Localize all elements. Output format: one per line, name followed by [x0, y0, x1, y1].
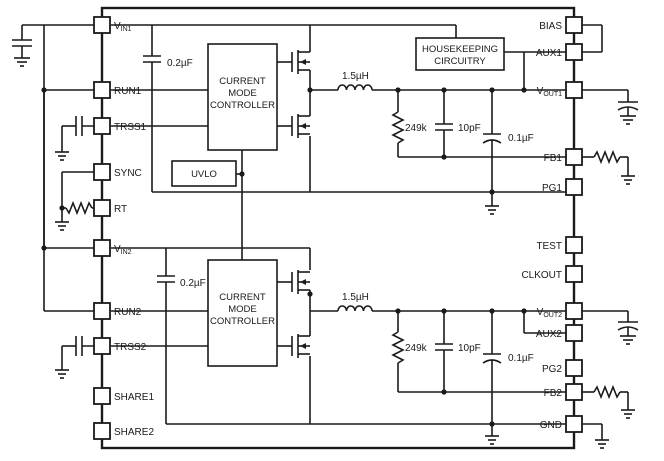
- pin-vin1: [93, 16, 111, 34]
- cap-vin1-label: 0.2µF: [167, 58, 193, 69]
- inductor1-label: 1.5µH: [342, 71, 369, 82]
- cmc2-line3: CONTROLLER: [210, 316, 275, 327]
- cap-vin2-label: 0.2µF: [180, 278, 206, 289]
- channel1-high-side-mosfet: [291, 48, 311, 74]
- pin-label-bias: BIAS: [539, 21, 562, 32]
- pin-label-vin1: VIN1: [114, 21, 132, 33]
- pin-bias: [565, 16, 583, 34]
- ic-package-outline: [100, 6, 576, 450]
- channel1-low-side-mosfet: [291, 112, 311, 138]
- pin-vout1: [565, 81, 583, 99]
- pin-label-trss1: TRSS1: [114, 122, 147, 133]
- pin-label-aux2: AUX2: [536, 329, 563, 340]
- pin-label-fb2: FB2: [544, 388, 563, 399]
- pin-label-gnd: GND: [540, 420, 562, 431]
- pin-trss1: [93, 117, 111, 135]
- pin-label-rt: RT: [114, 204, 127, 215]
- bias-aux1-jumper: [582, 24, 603, 53]
- housekeeping-line2: CIRCUITRY: [434, 56, 486, 67]
- pin-fb1: [565, 148, 583, 166]
- channel2-low-side-mosfet: [291, 332, 311, 358]
- pin-label-run1: RUN1: [114, 86, 142, 97]
- trss1-capacitor: [55, 116, 102, 161]
- resistor1-label: 249k: [405, 123, 428, 134]
- pin-label-test: TEST: [536, 241, 562, 252]
- pin-share2: [93, 422, 111, 440]
- pin-label-fb1: FB1: [544, 153, 563, 164]
- pin-label-trss2: TRSS2: [114, 342, 147, 353]
- cmc2-line1: CURRENT: [219, 292, 266, 303]
- pin-run1: [93, 81, 111, 99]
- pin-rt: [93, 199, 111, 217]
- resistor2-label: 249k: [405, 343, 428, 354]
- pin-aux1: [565, 43, 583, 61]
- channel2-high-side-mosfet: [291, 270, 310, 294]
- sync-ground-wiring: [55, 171, 102, 231]
- pin-label-share2: SHARE2: [114, 427, 154, 438]
- pin-label-vout2: VOUT2: [537, 307, 562, 319]
- inductor-1: [337, 84, 373, 91]
- fb1-resistor: [582, 149, 635, 185]
- vout1-output-capacitor: [582, 89, 639, 125]
- inductor2-label: 1.5µH: [342, 292, 369, 303]
- vout2-output-capacitor: [582, 310, 639, 345]
- pin-fb2: [565, 383, 583, 401]
- cmc1-line2: MODE: [228, 88, 257, 99]
- pin-test: [565, 236, 583, 254]
- housekeeping-circuitry-block: [415, 37, 505, 71]
- uvlo-label: UVLO: [191, 169, 217, 180]
- inductor-2: [337, 305, 373, 312]
- cap10pf-1-label: 10pF: [458, 123, 481, 134]
- channel1-internal-wiring: [111, 24, 566, 215]
- cap01uf-1-label: 0.1µF: [508, 133, 534, 144]
- pin-label-vin2: VIN2: [114, 244, 132, 256]
- pin-label-aux1: AUX1: [536, 48, 563, 59]
- pin-trss2: [93, 337, 111, 355]
- pin-share1: [93, 387, 111, 405]
- cap10pf-2-label: 10pF: [458, 343, 481, 354]
- pin-clkout: [565, 265, 583, 283]
- cmc1-line1: CURRENT: [219, 76, 266, 87]
- cmc2-line2: MODE: [228, 304, 257, 315]
- housekeeping-line1: HOUSEKEEPING: [422, 44, 498, 55]
- channel2-internal-wiring: [111, 247, 566, 445]
- pin-vin2: [93, 239, 111, 257]
- pin-label-pg2: PG2: [542, 364, 562, 375]
- pin-label-sync: SYNC: [114, 168, 142, 179]
- current-mode-controller-2: [207, 259, 278, 367]
- pin-vout2: [565, 302, 583, 320]
- pin-gnd: [565, 415, 583, 433]
- pin-label-share1: SHARE1: [114, 392, 154, 403]
- pin-label-pg1: PG1: [542, 183, 562, 194]
- pin-pg1: [565, 178, 583, 196]
- fb2-resistor: [582, 384, 635, 419]
- pin-label-clkout: CLKOUT: [521, 270, 562, 281]
- uvlo-wiring: [236, 150, 245, 260]
- trss2-capacitor: [55, 336, 102, 379]
- cmc1-line3: CONTROLLER: [210, 100, 275, 111]
- pin-run2: [93, 302, 111, 320]
- gnd-pin-ground: [582, 423, 609, 449]
- pin-aux2: [565, 324, 583, 342]
- cap01uf-2-label: 0.1µF: [508, 353, 534, 364]
- pin-label-run2: RUN2: [114, 307, 142, 318]
- pin-label-vout1: VOUT1: [537, 86, 562, 98]
- uvlo-block: [171, 160, 237, 187]
- vin1-supply-wiring: [12, 24, 102, 312]
- pin-sync: [93, 163, 111, 181]
- current-mode-controller-1: [207, 43, 278, 151]
- pin-pg2: [565, 359, 583, 377]
